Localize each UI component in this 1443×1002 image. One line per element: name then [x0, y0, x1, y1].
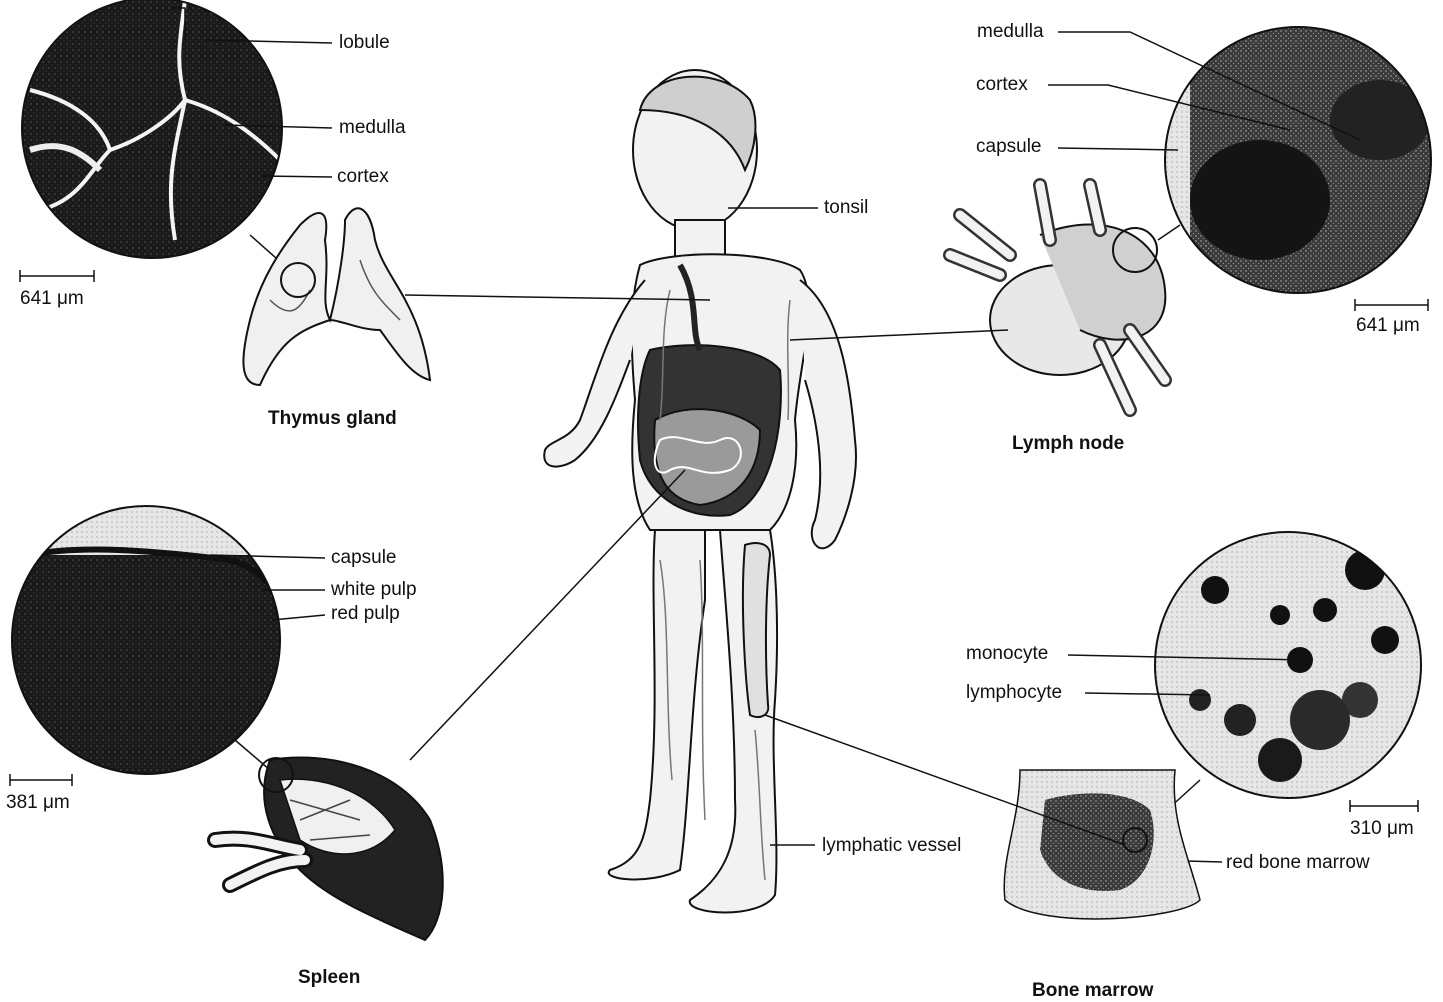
spleen-illustration [215, 758, 443, 941]
bone-marrow-title: Bone marrow [1032, 980, 1153, 1002]
lymphatic-vessel-label: lymphatic vessel [822, 835, 961, 857]
bone-marrow-micrograph [1150, 530, 1430, 810]
thymus-cortex-label: cortex [337, 166, 389, 188]
bone-marrow-scale-bar [1350, 800, 1418, 812]
thymus-micrograph [20, 0, 290, 265]
thymus-scale-bar [20, 270, 94, 282]
lymph-node-medulla-label: medulla [977, 21, 1044, 43]
spleen-title: Spleen [298, 967, 360, 989]
thymus-lobule-label: lobule [339, 32, 390, 54]
spleen-white-pulp-label: white pulp [331, 579, 417, 601]
thymus-gland-illustration [243, 208, 430, 385]
thymus-gland-title: Thymus gland [268, 408, 397, 430]
bone-marrow-monocyte-label: monocyte [966, 643, 1048, 665]
spleen-scale-bar [10, 774, 72, 786]
lymph-node-capsule-label: capsule [976, 136, 1042, 158]
tonsil-label: tonsil [824, 197, 868, 219]
lymph-node-micrograph [1160, 20, 1440, 300]
lymph-node-illustration [950, 185, 1165, 410]
lymph-node-title: Lymph node [1012, 433, 1124, 455]
lymph-node-scale-label: 641 μm [1356, 315, 1420, 337]
spleen-scale-label: 381 μm [6, 792, 70, 814]
bone-marrow-scale-label: 310 μm [1350, 818, 1414, 840]
child-figure-illustration [544, 70, 856, 913]
bone-marrow-lymphocyte-label: lymphocyte [966, 682, 1062, 704]
spleen-capsule-label: capsule [331, 547, 397, 569]
bone-cross-section-illustration [1004, 770, 1200, 919]
spleen-red-pulp-label: red pulp [331, 603, 400, 625]
thymus-scale-label: 641 μm [20, 288, 84, 310]
lymph-node-cortex-label: cortex [976, 74, 1028, 96]
thymus-medulla-label: medulla [339, 117, 406, 139]
spleen-micrograph [10, 500, 290, 780]
lymph-node-scale-bar [1355, 299, 1428, 311]
red-bone-marrow-label: red bone marrow [1226, 852, 1370, 874]
